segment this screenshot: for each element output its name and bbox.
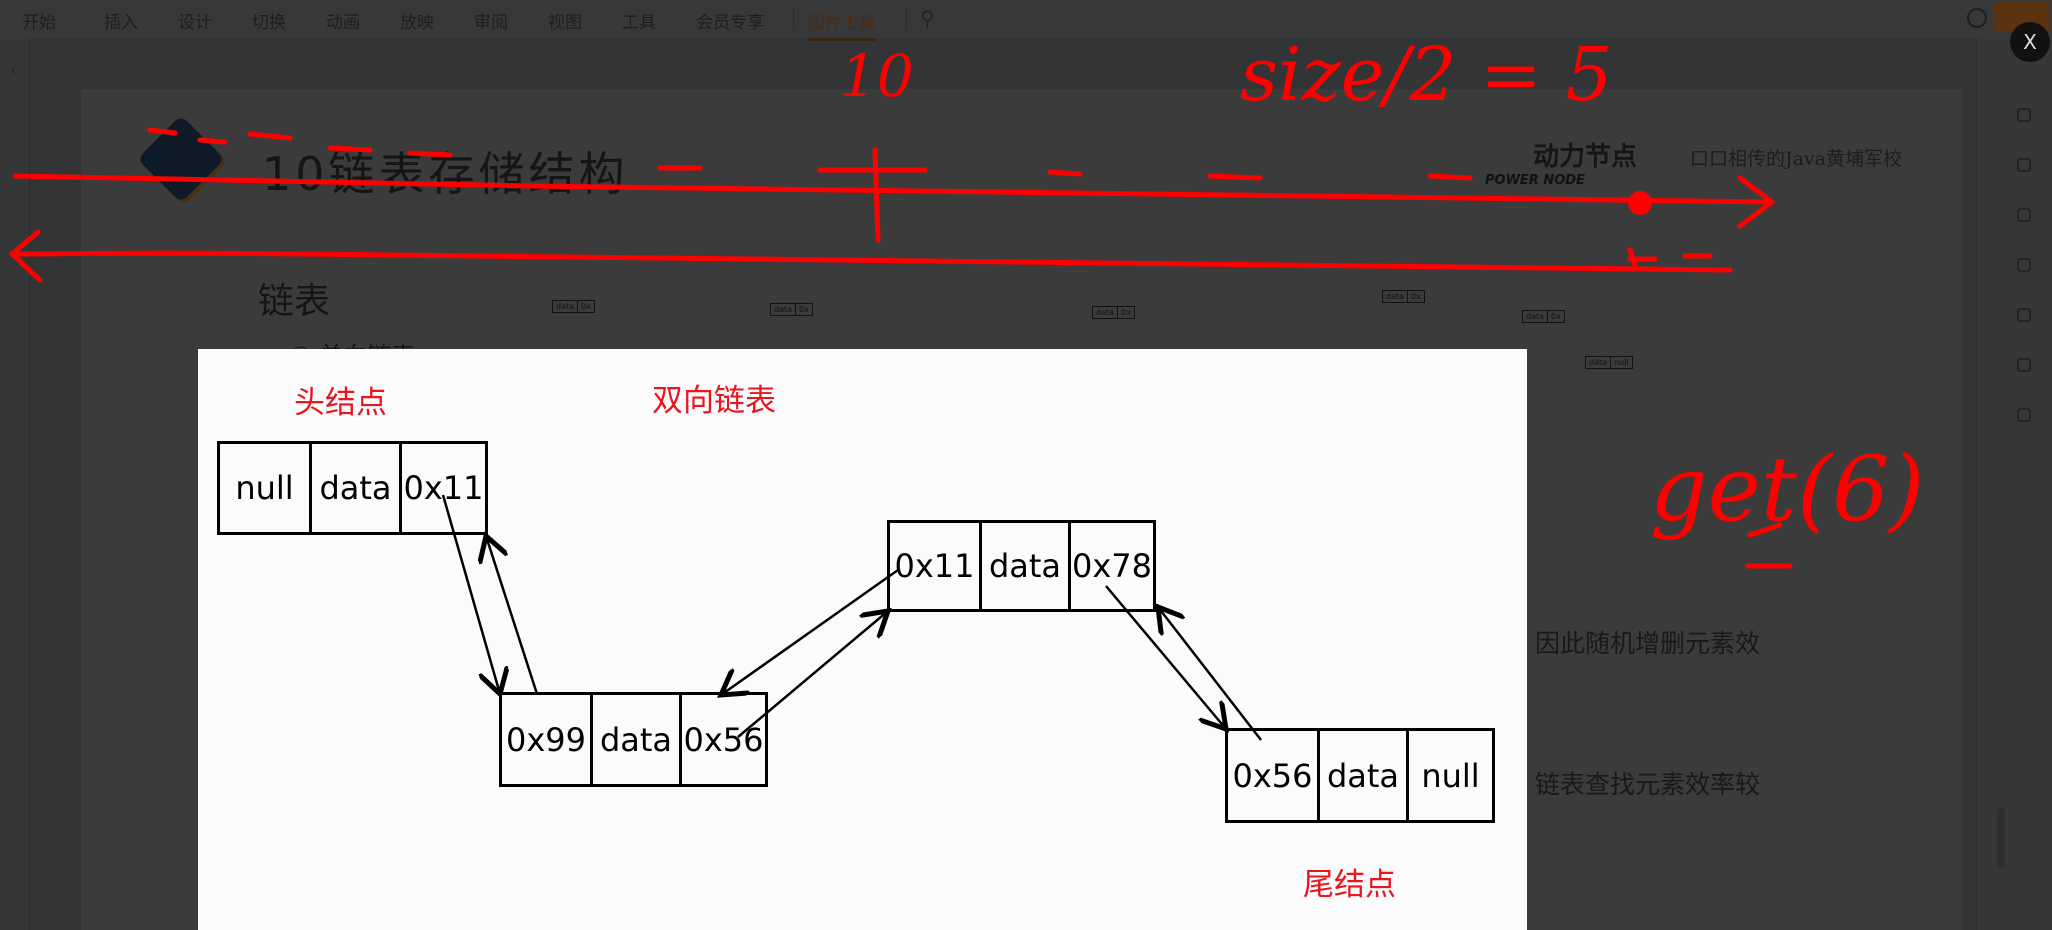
arrow-prev (721, 568, 899, 695)
sidebar-tool-icon[interactable] (2017, 158, 2031, 172)
slogan: 口口相传的Java黄埔军校 (1690, 148, 1903, 170)
sidebar-tool-icon[interactable] (2017, 308, 2031, 322)
pointer-arrows (441, 494, 1262, 741)
tab-picture-tools[interactable]: 图片工具 (808, 8, 876, 41)
arrow-next (441, 494, 500, 694)
tab-view[interactable]: 视图 (548, 13, 582, 33)
prev-pointer: 0x99 (502, 695, 593, 784)
list-node: 0x11 data 0x78 (887, 520, 1156, 612)
node-data: data (1320, 731, 1409, 820)
list-node: null data 0x11 (217, 441, 488, 535)
prev-pointer: null (220, 444, 312, 532)
arrow-prev (1158, 607, 1262, 741)
tab-design[interactable]: 设计 (178, 13, 212, 33)
annotation-tick (817, 147, 928, 243)
prev-pointer: 0x11 (890, 523, 982, 609)
node-data: data (982, 523, 1071, 609)
tab-member[interactable]: 会员专享 (696, 13, 764, 33)
prev-pointer: 0x56 (1228, 731, 1320, 820)
slide-text-line: 链表查找元素效率较 (1535, 770, 1761, 799)
tab-review[interactable]: 审阅 (474, 13, 508, 33)
ribbon-bar: 开始 插入 设计 切换 动画 放映 审阅 视图 工具 会员专享 图片工具 ⚲ (0, 0, 2052, 41)
annotation-ten: 10 (840, 42, 914, 110)
next-pointer: 0x78 (1071, 547, 1152, 585)
list-node: 0x56 data null (1225, 728, 1495, 823)
arrow-next (737, 611, 888, 738)
brand-logo: 动力节点 POWER NODE (1485, 136, 1675, 188)
close-button[interactable]: X (2010, 22, 2050, 62)
tab-transition[interactable]: 切换 (252, 13, 286, 33)
annotation-dashes (147, 127, 1793, 569)
list-node: 0x99 data 0x56 (499, 692, 768, 787)
annotation-arrow-left (9, 229, 1733, 283)
slide-text-line: 因此随机增删元素效 (1535, 629, 1761, 658)
tab-insert[interactable]: 插入 (104, 13, 138, 33)
next-pointer: null (1421, 756, 1480, 795)
arrow-next (1105, 585, 1226, 729)
thumbnail-panel[interactable]: ‹ (0, 38, 30, 930)
slide-heading: 链表 (258, 281, 331, 322)
sidebar-tool-icon[interactable] (2017, 258, 2031, 272)
tab-animation[interactable]: 动画 (326, 13, 360, 33)
node-data: data (312, 444, 402, 532)
scrollbar[interactable] (1997, 808, 2005, 868)
sidebar-tool-icon[interactable] (2017, 408, 2031, 422)
head-node-label: 头结点 (294, 385, 387, 421)
right-sidebar (1976, 38, 2052, 930)
image-preview-popup: 头结点 双向链表 尾结点 null data 0x11 0x99 data 0x… (198, 349, 1527, 930)
divider (906, 8, 907, 30)
cloud-icon[interactable] (1967, 8, 1987, 28)
sidebar-tool-icon[interactable] (2017, 208, 2031, 222)
collapse-icon[interactable]: ‹ (10, 60, 17, 79)
diagram-title: 双向链表 (652, 383, 776, 419)
tail-node-label: 尾结点 (1303, 867, 1396, 903)
node-data: data (593, 695, 682, 784)
brand-english: POWER NODE (1485, 173, 1585, 188)
annotation-arrow-right (12, 173, 1775, 229)
sidebar-tool-icon[interactable] (2017, 358, 2031, 372)
arrow-prev (486, 536, 539, 695)
annotation-get-call: get(6) (1650, 437, 1925, 542)
brand-name: 动力节点 (1533, 142, 1638, 172)
tab-tools[interactable]: 工具 (622, 13, 656, 33)
sidebar-tool-icon[interactable] (2017, 108, 2031, 122)
tab-start[interactable]: 开始 (22, 13, 56, 33)
divider (793, 8, 794, 30)
annotation-size-expr: size/2 = 5 (1240, 32, 1613, 118)
search-icon[interactable]: ⚲ (920, 6, 935, 30)
annotation-dot (1628, 191, 1652, 215)
tab-slideshow[interactable]: 放映 (400, 13, 434, 33)
